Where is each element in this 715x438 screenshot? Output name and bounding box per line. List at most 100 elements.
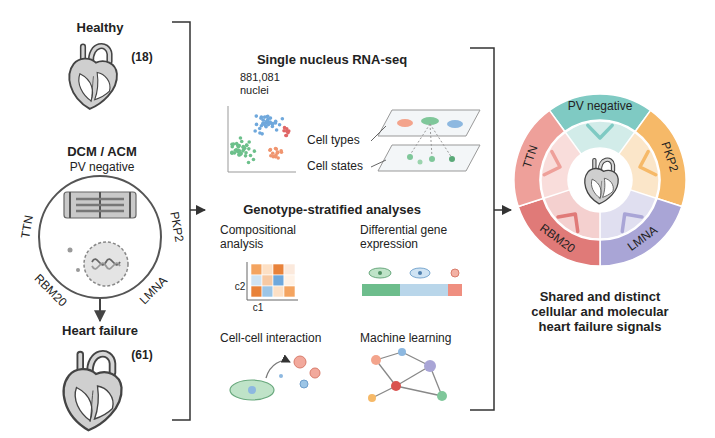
node-heading: Cell-cell interaction	[220, 332, 321, 346]
node-text: Cell types	[307, 134, 360, 148]
scatter-dot	[245, 143, 249, 147]
heatmap-cell	[251, 286, 262, 297]
scatter-dot	[278, 123, 282, 127]
scatter-dot	[244, 154, 248, 158]
node-text: 881,081 nuclei	[240, 71, 296, 96]
heatmap-cell	[284, 286, 295, 297]
content-node: PV negativePKP2LMNARBM20TTN	[512, 92, 688, 268]
scatter-dot	[253, 129, 257, 133]
nucleus-icon	[68, 242, 129, 286]
composition-heatmap	[247, 262, 298, 300]
content-node: Differential gene expression	[360, 224, 485, 319]
heatmap-cell	[284, 275, 295, 286]
node-text: LMNA	[137, 274, 170, 307]
scatter-dot	[249, 154, 253, 158]
failing-heart-icon	[64, 354, 122, 430]
scatter-dot	[281, 117, 285, 121]
umap-scatter	[228, 106, 296, 172]
heatmap-cell	[251, 264, 262, 275]
scatter-dot	[254, 114, 258, 118]
bracket-right	[470, 48, 511, 410]
axis-label: c1	[253, 302, 264, 314]
healthy-heart-icon	[69, 46, 117, 109]
scatter-dot	[285, 129, 289, 133]
expression-bar	[362, 268, 462, 296]
node-text: RBM20	[537, 222, 577, 257]
scatter-dot	[258, 127, 262, 131]
inward-arrow	[558, 214, 578, 231]
scatter-dot	[263, 123, 267, 127]
scatter-dot	[240, 140, 244, 144]
node-heading: Genotype-stratified analyses	[243, 203, 421, 218]
scatter-dot	[279, 149, 283, 153]
inward-arrow	[544, 151, 560, 174]
node-text: LMNA	[625, 224, 660, 255]
scatter-dot	[268, 148, 272, 152]
scatter-dot	[274, 120, 278, 124]
inward-arrow	[622, 214, 642, 231]
heatmap-cell	[262, 264, 273, 275]
scatter-dot	[237, 149, 241, 153]
node-heading: Single nucleus RNA-seq	[257, 53, 407, 68]
node-heading: Machine learning	[360, 332, 451, 346]
scatter-dot	[230, 145, 234, 149]
center-heart-icon	[585, 160, 618, 204]
scatter-dot	[271, 125, 275, 129]
scatter-dot	[260, 132, 264, 136]
heatmap-cell	[273, 275, 284, 286]
wheel-ring	[514, 94, 686, 266]
axis-label: c2	[235, 281, 246, 293]
node-heading: Heart failure	[62, 324, 138, 339]
summary-text: Shared and distinct cellular and molecul…	[528, 290, 672, 335]
scatter-dot	[275, 128, 279, 132]
node-text: TTN	[19, 214, 37, 239]
scatter-dot	[239, 136, 243, 140]
scatter-dot	[259, 116, 263, 120]
heatmap-cell	[262, 286, 273, 297]
inward-arrow	[588, 125, 612, 138]
inward-arrow	[640, 151, 656, 174]
scatter-dot	[269, 148, 273, 152]
scatter-dot	[230, 151, 234, 155]
node-text: PKP2	[167, 211, 186, 244]
interaction-icon	[230, 356, 320, 400]
scatter-dot	[274, 147, 278, 151]
heatmap-cell	[251, 275, 262, 286]
scatter-dot	[241, 145, 245, 149]
node-heading: PV negative	[568, 100, 633, 114]
scatter-dot	[267, 123, 271, 127]
sarcomere-icon	[64, 192, 136, 218]
genotype-circle: DCM / ACMPV negativeTTNPKP2RBM20LMNA	[38, 175, 162, 299]
scatter-dot	[263, 115, 267, 119]
scatter-dot	[275, 147, 279, 151]
genotype-wheel	[514, 94, 686, 266]
node-text: TTN	[520, 144, 540, 170]
scatter-dot	[241, 146, 245, 150]
content-node: Machine learning	[360, 328, 485, 408]
flow-arrow	[99, 299, 101, 321]
heatmap-cell	[262, 275, 273, 286]
scatter-dot	[247, 140, 251, 144]
scatter-dot	[230, 151, 234, 155]
content-node: Healthy(18)	[40, 18, 160, 113]
heatmap-cell	[284, 264, 295, 275]
node-heading: Differential gene expression	[360, 224, 478, 252]
scatter-dot	[252, 158, 256, 162]
scatter-dot	[247, 161, 251, 165]
node-text: PV negative	[70, 161, 135, 175]
scatter-dot	[266, 115, 270, 119]
scatter-dot	[253, 149, 257, 153]
scatter-dot	[255, 123, 259, 127]
node-text: Cell states	[307, 160, 363, 174]
network-graph	[368, 348, 447, 402]
wheel-inner-segment	[541, 132, 581, 198]
cell-layer-planes	[371, 110, 480, 171]
content-node: Compositional analysis	[220, 224, 345, 319]
heatmap-cell	[273, 286, 284, 297]
node-heading: Healthy	[77, 21, 124, 36]
node-heading: Compositional analysis	[220, 224, 325, 252]
wheel-inner-segment	[619, 132, 659, 198]
scatter-dot	[247, 147, 251, 151]
heatmap-cell	[273, 264, 284, 275]
node-heading: DCM / ACM	[67, 145, 137, 160]
